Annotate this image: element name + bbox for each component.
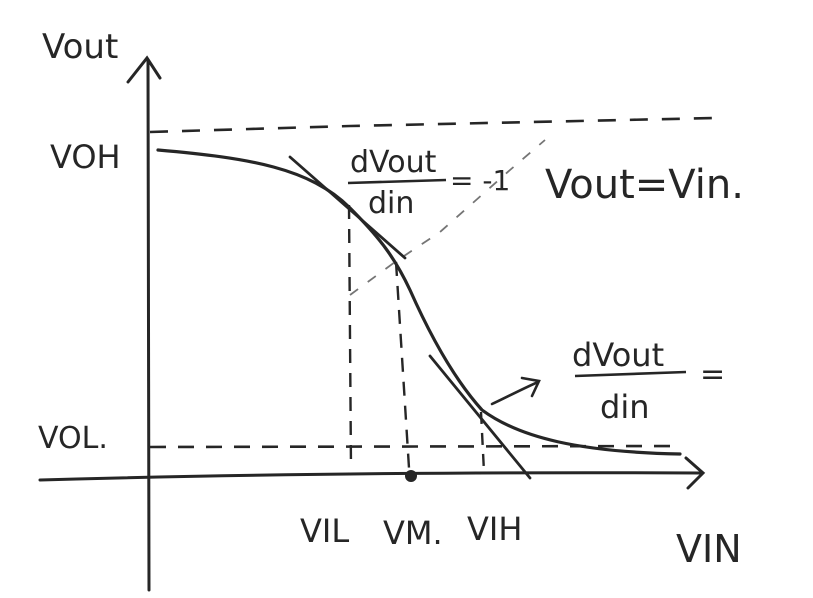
x-axis — [38, 456, 706, 490]
lower-fraction-bar — [574, 370, 687, 378]
vil-dashed-drop — [347, 204, 353, 469]
tangent-line-lower — [428, 354, 532, 480]
voh-dashed-line — [149, 116, 716, 134]
transfer-curve — [156, 148, 682, 456]
upper-slope-denominator: din — [368, 186, 414, 221]
lower-slope-tail: = — [700, 357, 725, 392]
slope-arrow — [490, 376, 541, 406]
tangent-line-upper — [288, 155, 407, 260]
vih-label: VIH — [467, 510, 522, 548]
vil-label: VIL — [300, 512, 349, 550]
vol-label: VOL. — [38, 421, 108, 456]
voh-label: VOH — [50, 138, 121, 176]
lower-slope-numerator: dVout — [572, 336, 664, 374]
unity-line-label: Vout=Vin. — [545, 162, 744, 208]
vm-label: VM. — [383, 514, 443, 552]
y-axis-label: Vout — [42, 27, 118, 67]
x-axis-label: VIN — [676, 527, 742, 571]
upper-fraction-bar — [347, 178, 447, 185]
vm-dashed-drop — [394, 261, 411, 469]
y-axis — [126, 55, 162, 592]
vih-dashed-drop — [479, 411, 486, 473]
upper-slope-numerator: dVout — [350, 145, 437, 180]
upper-slope-tail: = -1 — [450, 164, 510, 197]
vm-point — [405, 470, 417, 482]
vol-dashed-line — [149, 444, 681, 449]
lower-slope-denominator: din — [600, 388, 649, 426]
